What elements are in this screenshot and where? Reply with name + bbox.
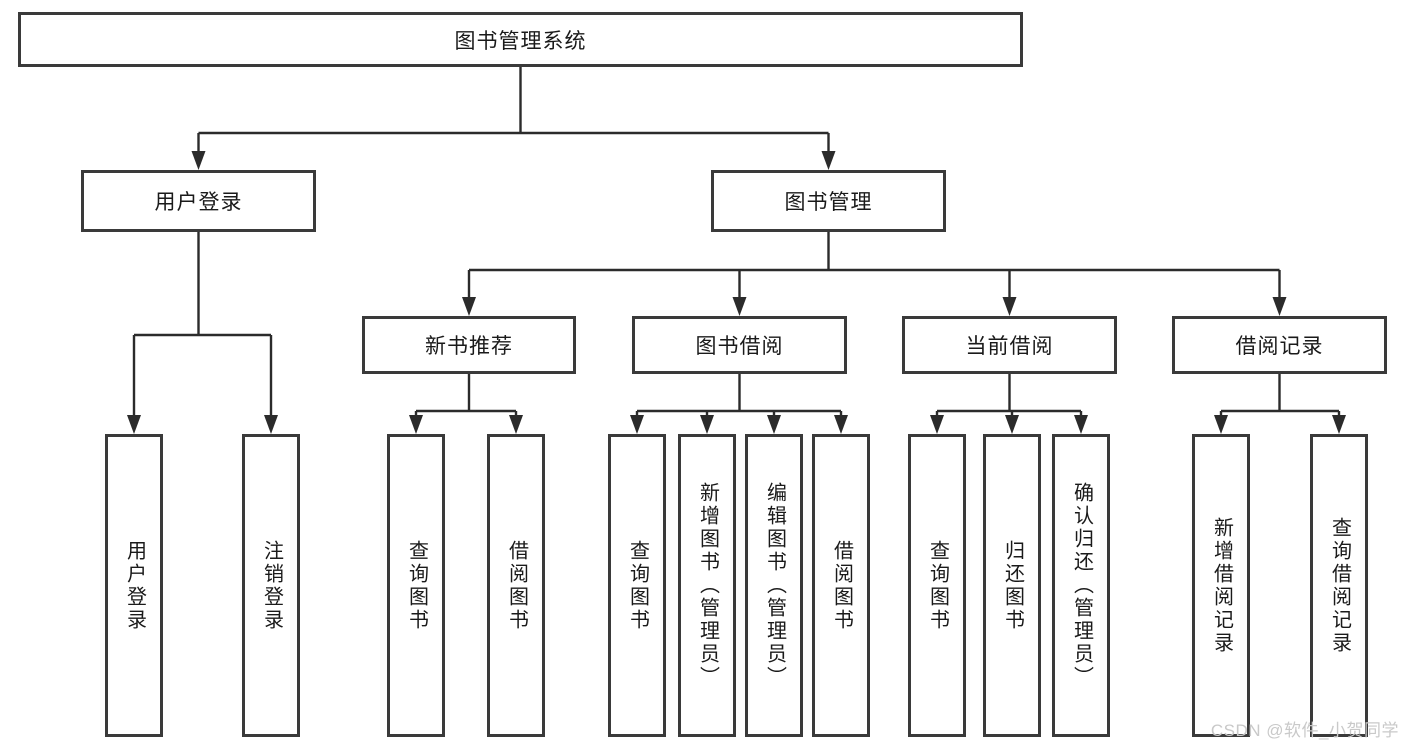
leaf-node[interactable]	[908, 434, 966, 737]
node-label: 当前借阅	[965, 335, 1054, 358]
leaf-node[interactable]	[983, 434, 1041, 737]
leaf-node[interactable]	[678, 434, 736, 737]
node-label: 图书借阅	[695, 335, 784, 358]
node-label: 用户登录	[154, 191, 243, 214]
leaf-node[interactable]	[812, 434, 870, 737]
level3-node-2[interactable]: 当前借阅	[902, 316, 1117, 374]
node-label: 图书管理系统	[454, 29, 587, 53]
leaf-node[interactable]	[105, 434, 163, 737]
level2-node-0[interactable]: 用户登录	[81, 170, 316, 232]
watermark-text: CSDN @软件_小贺同学	[1210, 721, 1399, 740]
leaf-node[interactable]	[1052, 434, 1110, 737]
leaf-node[interactable]	[745, 434, 803, 737]
leaf-node[interactable]	[242, 434, 300, 737]
root-node-book-management-system[interactable]: 图书管理系统	[18, 12, 1023, 67]
level3-node-1[interactable]: 图书借阅	[632, 316, 847, 374]
node-label: 借阅记录	[1235, 335, 1324, 358]
leaf-node[interactable]	[608, 434, 666, 737]
node-label: 图书管理	[784, 191, 873, 214]
leaf-node[interactable]	[1192, 434, 1250, 737]
level2-node-1[interactable]: 图书管理	[711, 170, 946, 232]
leaf-node[interactable]	[387, 434, 445, 737]
node-label: 新书推荐	[425, 335, 513, 358]
level3-node-0[interactable]: 新书推荐	[362, 316, 576, 374]
leaf-node[interactable]	[1310, 434, 1368, 737]
level3-node-3[interactable]: 借阅记录	[1172, 316, 1387, 374]
leaf-node[interactable]	[487, 434, 545, 737]
